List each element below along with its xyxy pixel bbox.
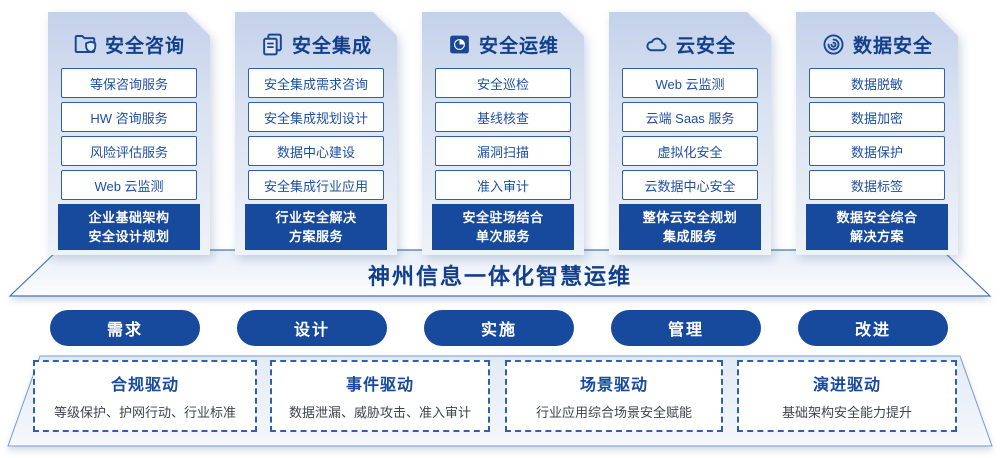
service-card: 数据安全 数据脱敏数据加密数据保护数据标签 数据安全综合 解决方案 [796, 12, 958, 255]
service-item: 安全集成规划设计 [248, 102, 384, 132]
driver-desc: 行业应用综合场景安全赋能 [535, 405, 692, 420]
card-header: 云安全 [609, 12, 771, 59]
service-card: 安全集成 安全集成需求咨询安全集成规划设计数据中心建设安全集成行业应用 行业安全… [235, 12, 397, 255]
card-footer-line: 企业基础架构 [88, 209, 170, 225]
card-footer: 整体云安全规划 集成服务 [619, 204, 761, 250]
card-header: 安全运维 [422, 12, 584, 59]
copy-docs-icon [260, 32, 285, 57]
service-card: 安全运维 安全巡检基线核查漏洞扫描准入审计 安全驻场结合 单次服务 [422, 12, 584, 255]
service-item: HW 咨询服务 [61, 102, 197, 132]
card-footer: 数据安全综合 解决方案 [806, 204, 948, 250]
driver-box: 演进驱动 基础架构安全能力提升 [737, 360, 957, 432]
service-item: 数据脱敏 [809, 68, 945, 98]
service-item: 数据保护 [809, 136, 945, 166]
service-item: 等保咨询服务 [61, 68, 197, 98]
card-footer: 行业安全解决 方案服务 [245, 204, 387, 250]
service-card-body: 安全咨询 等保咨询服务 HW 咨询服务风险评估服务 Web 云监测 企业基础架构 安… [48, 12, 210, 255]
card-title: 安全咨询 [104, 35, 185, 57]
service-card: 安全咨询 等保咨询服务 HW 咨询服务风险评估服务 Web 云监测 企业基础架构 安… [48, 12, 210, 255]
card-title: 数据安全 [852, 35, 933, 57]
service-item: 准入审计 [435, 170, 571, 200]
card-items: 安全集成需求咨询安全集成规划设计数据中心建设安全集成行业应用 [235, 68, 397, 200]
service-item: Web 云监测 [622, 68, 758, 98]
card-items: Web 云监测云端 Saas 服务虚拟化安全云数据中心安全 [609, 68, 771, 200]
service-item: 风险评估服务 [61, 136, 197, 166]
service-item: Web 云监测 [61, 170, 197, 200]
card-header: 安全集成 [235, 12, 397, 59]
driver-desc: 数据泄漏、威胁攻击、准入审计 [288, 405, 471, 420]
driver-box: 事件驱动 数据泄漏、威胁攻击、准入审计 [270, 360, 490, 432]
service-card-body: 安全运维 安全巡检基线核查漏洞扫描准入审计 安全驻场结合 单次服务 [422, 12, 584, 255]
phase-pill: 管理 [611, 310, 761, 346]
phase-pill: 改进 [798, 310, 948, 346]
service-item: 云数据中心安全 [622, 170, 758, 200]
card-footer-line: 安全设计规划 [88, 229, 170, 244]
service-card-body: 云安全 Web 云监测云端 Saas 服务虚拟化安全云数据中心安全 整体云安全规… [609, 12, 771, 255]
cloud-icon [644, 32, 669, 57]
driver-title: 事件驱动 [345, 377, 414, 394]
card-header: 安全咨询 [48, 12, 210, 59]
ops-clock-icon [447, 32, 472, 57]
card-title: 安全集成 [291, 35, 372, 57]
driver-box: 场景驱动 行业应用综合场景安全赋能 [505, 360, 723, 432]
phase-pill: 需求 [50, 310, 200, 346]
service-item: 安全集成需求咨询 [248, 68, 384, 98]
card-items: 安全巡检基线核查漏洞扫描准入审计 [422, 68, 584, 200]
driver-desc: 等级保护、护网行动、行业标准 [53, 405, 236, 420]
service-item: 数据中心建设 [248, 136, 384, 166]
service-item: 安全集成行业应用 [248, 170, 384, 200]
folder-shield-icon [73, 32, 98, 57]
card-footer-line: 数据安全综合 [836, 209, 918, 225]
card-footer-line: 安全驻场结合 [462, 209, 544, 225]
service-card-body: 数据安全 数据脱敏数据加密数据保护数据标签 数据安全综合 解决方案 [796, 12, 958, 255]
card-footer: 安全驻场结合 单次服务 [432, 204, 574, 250]
service-item: 数据标签 [809, 170, 945, 200]
card-footer-line: 解决方案 [849, 229, 904, 244]
phase-pill: 实施 [424, 310, 574, 346]
card-header: 数据安全 [796, 12, 958, 59]
card-footer-line: 方案服务 [288, 229, 343, 244]
service-item: 虚拟化安全 [622, 136, 758, 166]
phase-pill: 设计 [237, 310, 387, 346]
driver-desc: 基础架构安全能力提升 [781, 405, 912, 420]
driver-box: 合规驱动 等级保护、护网行动、行业标准 [33, 360, 257, 432]
driver-title: 演进驱动 [812, 377, 881, 394]
driver-title: 合规驱动 [110, 377, 179, 394]
service-card-body: 安全集成 安全集成需求咨询安全集成规划设计数据中心建设安全集成行业应用 行业安全… [235, 12, 397, 255]
service-item: 云端 Saas 服务 [622, 102, 758, 132]
fingerprint-icon [821, 32, 846, 57]
card-footer-line: 集成服务 [662, 229, 717, 244]
card-items: 等保咨询服务 HW 咨询服务风险评估服务 Web 云监测 [48, 68, 210, 200]
card-items: 数据脱敏数据加密数据保护数据标签 [796, 68, 958, 200]
card-title: 安全运维 [478, 35, 559, 57]
card-title: 云安全 [675, 35, 736, 57]
card-footer-line: 整体云安全规划 [642, 209, 738, 225]
card-footer: 企业基础架构 安全设计规划 [58, 204, 200, 250]
service-item: 基线核查 [435, 102, 571, 132]
service-item: 数据加密 [809, 102, 945, 132]
banner-title: 神州信息一体化智慧运维 [367, 264, 632, 289]
service-item: 安全巡检 [435, 68, 571, 98]
card-footer-line: 行业安全解决 [275, 209, 357, 225]
service-item: 漏洞扫描 [435, 136, 571, 166]
card-footer-line: 单次服务 [475, 229, 530, 244]
service-card: 云安全 Web 云监测云端 Saas 服务虚拟化安全云数据中心安全 整体云安全规… [609, 12, 771, 255]
driver-title: 场景驱动 [579, 377, 648, 394]
